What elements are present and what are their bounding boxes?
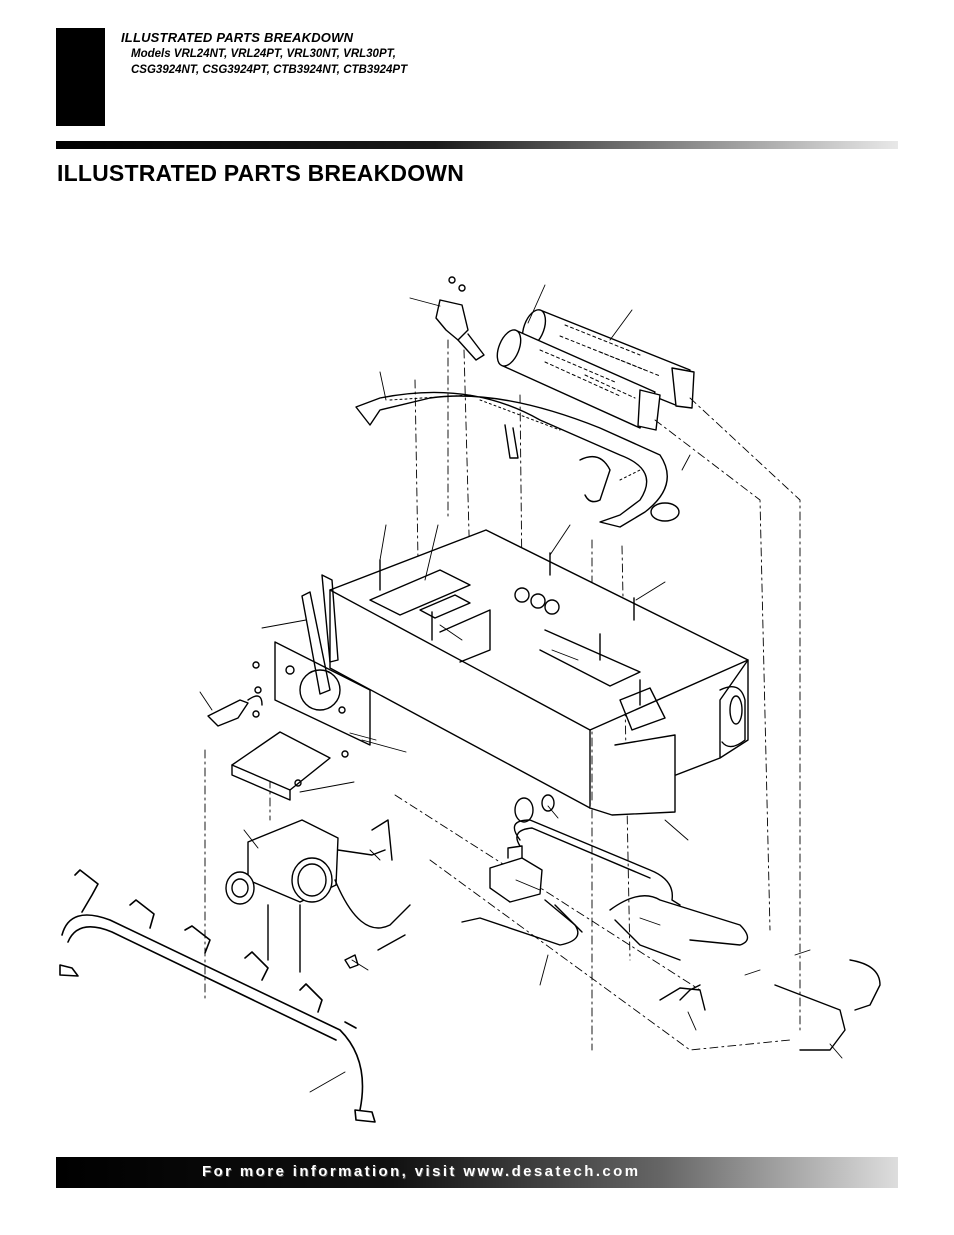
thermocouple-lead [334, 879, 411, 969]
section-tab [56, 28, 105, 126]
burner-tube-rear [521, 309, 695, 409]
control-panel [252, 574, 371, 758]
lower-cover [589, 734, 676, 816]
models-line-1: Models VRL24NT, VRL24PT, VRL30NT, VRL30P… [131, 48, 396, 60]
log-grate [59, 869, 376, 1123]
gas-regulator [489, 794, 555, 903]
page-title: ILLUSTRATED PARTS BREAKDOWN [57, 160, 465, 186]
header-section-title: ILLUSTRATED PARTS BREAKDOWN [121, 30, 354, 45]
burner-tube-front [496, 329, 661, 431]
header-models: Models VRL24NT, VRL24PT, VRL30NT, VRL30P… [131, 47, 407, 78]
gas-valve [225, 819, 393, 973]
igniter [207, 695, 263, 727]
burner-chassis [329, 529, 749, 809]
burner-manifold [355, 391, 680, 528]
footer-bar [56, 1157, 898, 1188]
valve-bracket [231, 731, 331, 801]
gas-supply-tubing [461, 819, 881, 1051]
header-rule [56, 141, 898, 149]
models-line-2: CSG3924NT, CSG3924PT, CTB3924NT, CTB3924… [131, 63, 408, 76]
footer-link-text[interactable]: For more information, visit www.desatech… [202, 1163, 641, 1180]
pilot-assembly [435, 276, 485, 361]
